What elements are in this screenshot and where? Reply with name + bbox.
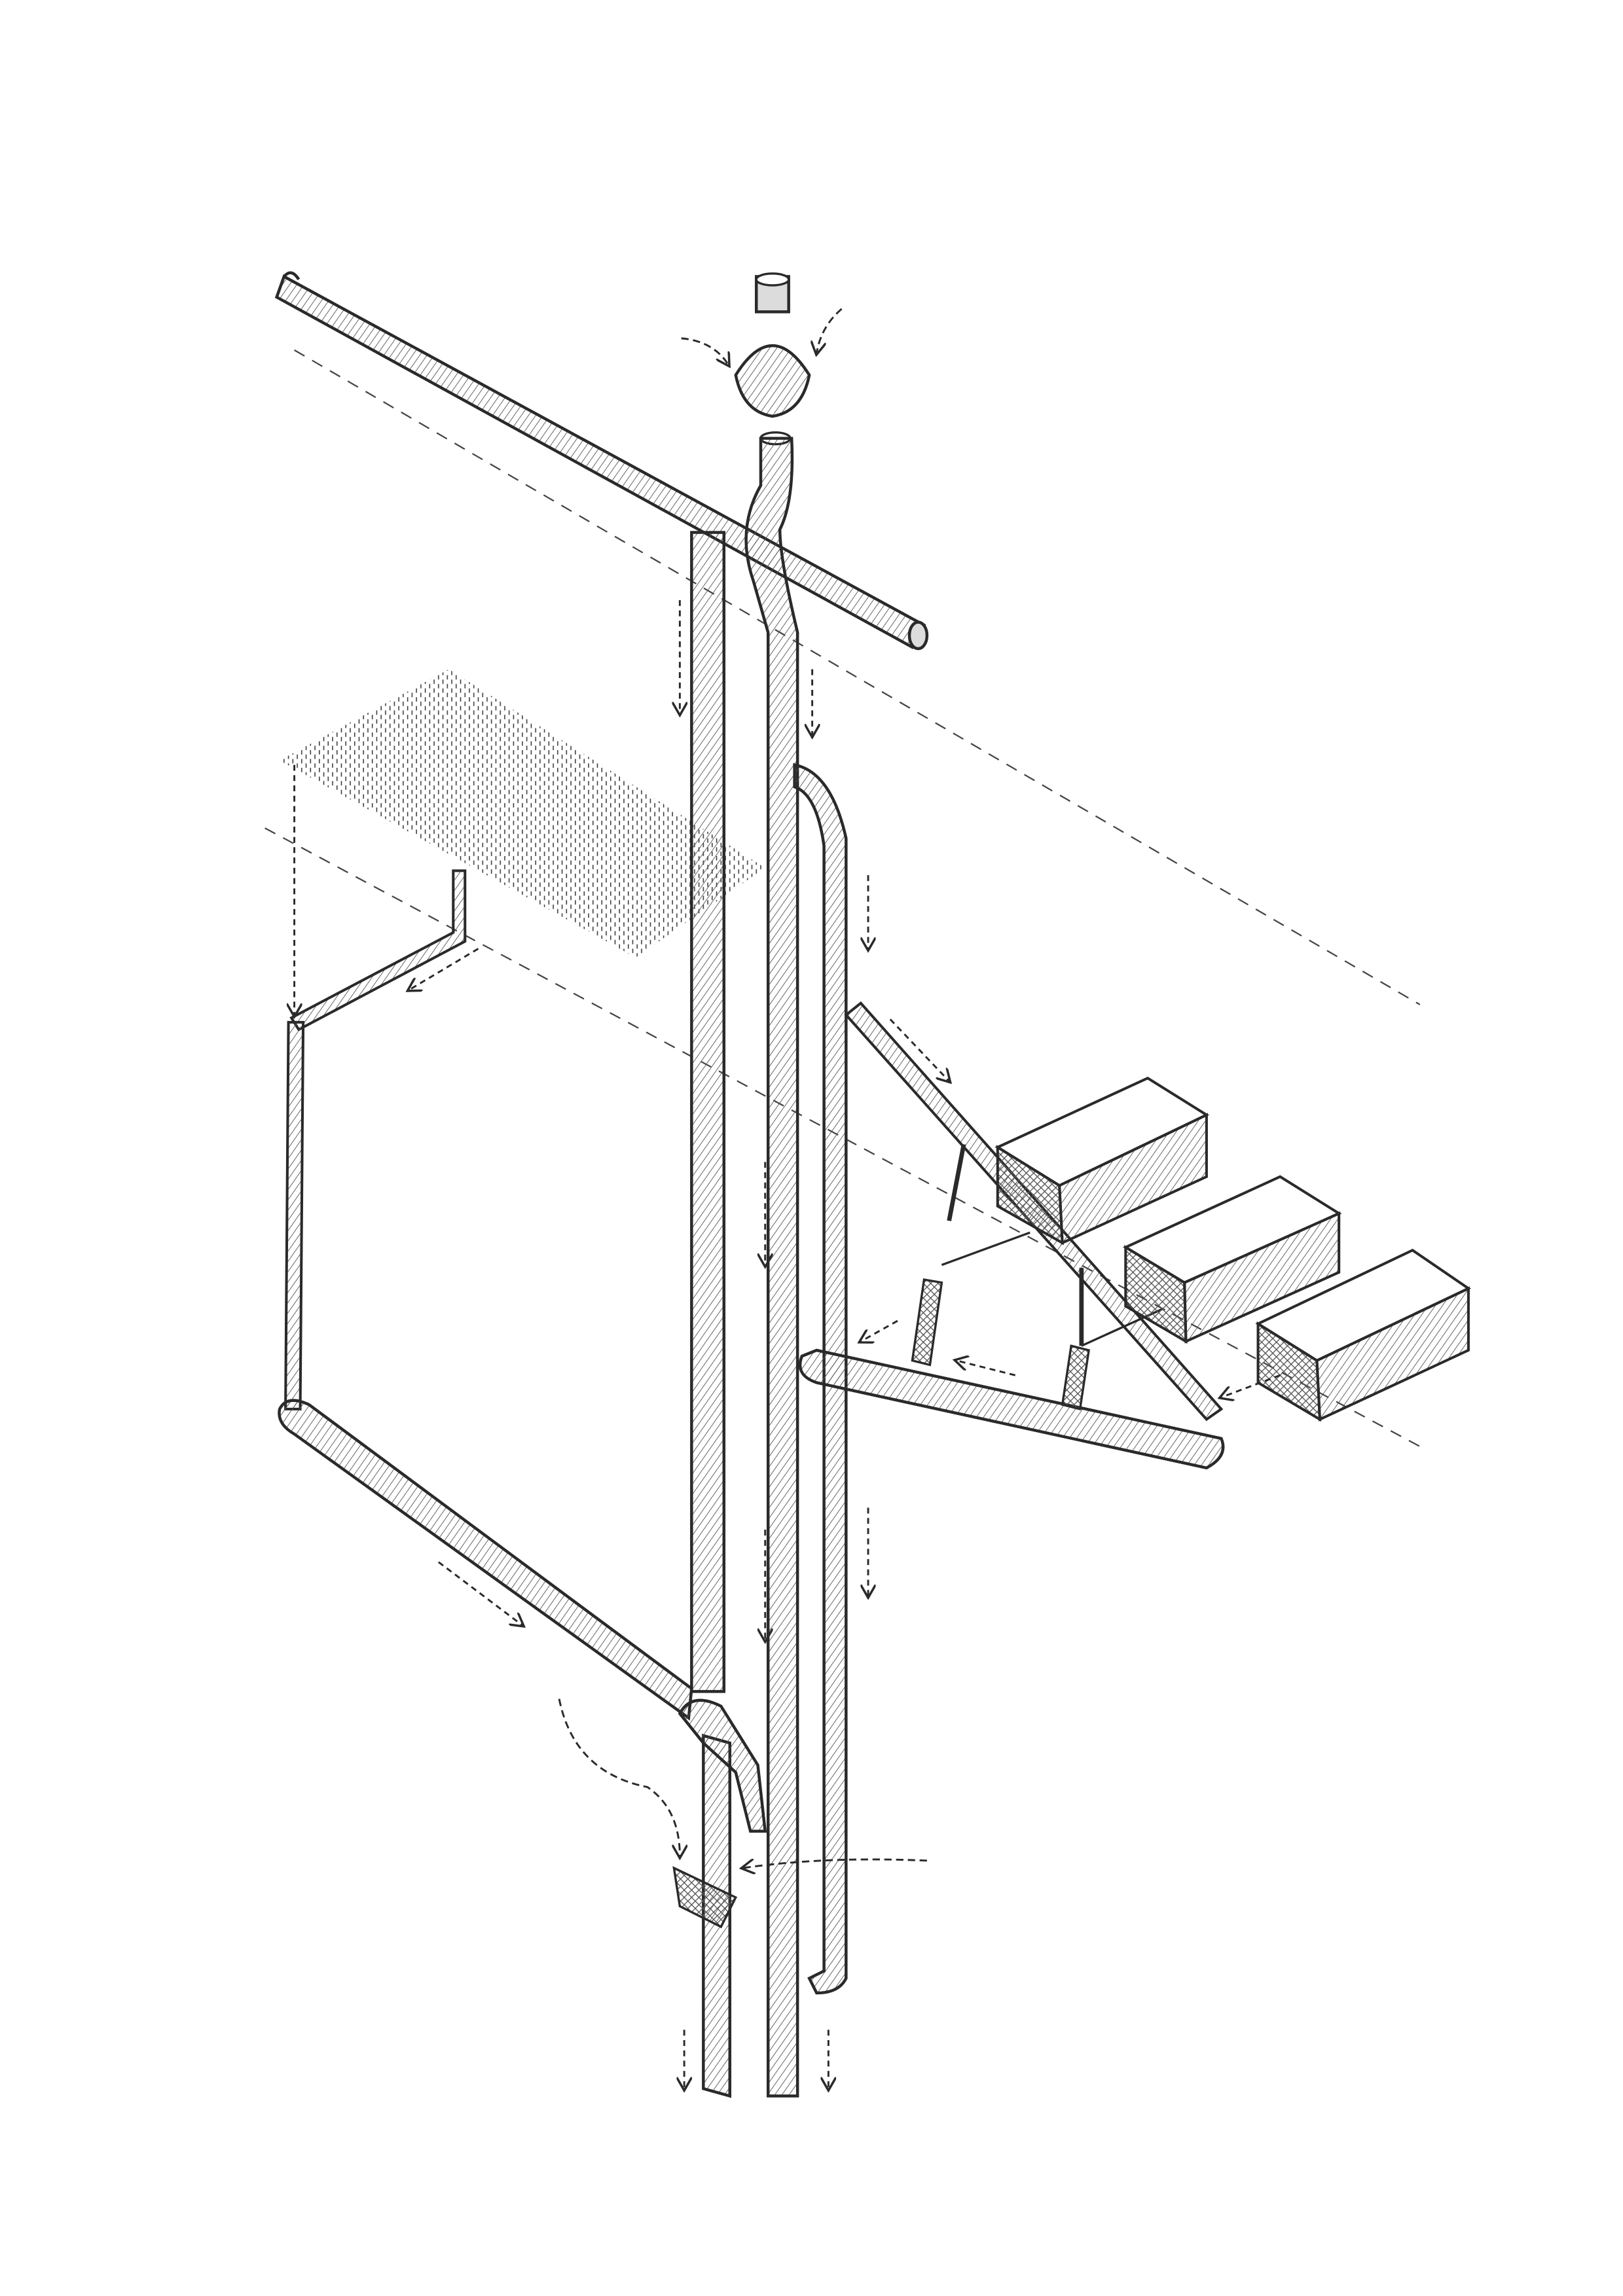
planter-support-right <box>1063 1346 1089 1409</box>
planter-box-1 <box>998 1078 1207 1243</box>
planter-support-left <box>912 1280 941 1365</box>
dashed-arrow-icon <box>957 1361 1015 1375</box>
dashed-arrow-icon <box>861 1321 898 1341</box>
curved-arrow-icon <box>816 309 841 353</box>
roof-gutter <box>277 273 927 649</box>
curved-arrow-icon <box>559 1699 680 1856</box>
curved-arrow-icon <box>682 338 729 365</box>
ventilator-bulb <box>736 346 809 416</box>
central-pipe <box>736 274 809 2096</box>
left-downpipe <box>674 533 735 2096</box>
